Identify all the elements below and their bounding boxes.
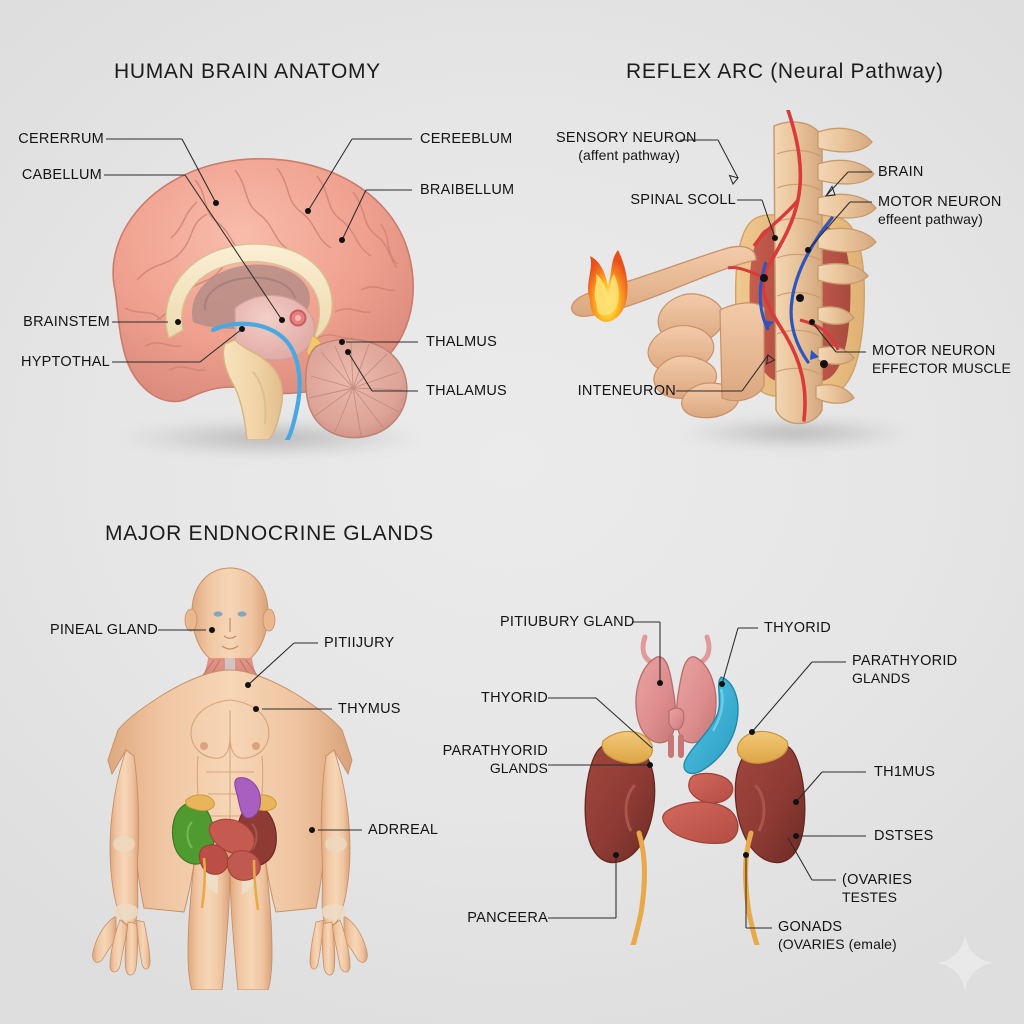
- label-gonads-main: GONADS: [778, 919, 843, 935]
- label-thyroid-right: THYORID: [764, 620, 831, 636]
- label-pituitary-body: PITIIJURY: [324, 635, 395, 651]
- label-cereeblum: CEREEBLUM: [420, 131, 513, 147]
- label-parathyroid-right-sub: GLANDS: [852, 670, 911, 687]
- label-thymus-body: THYMUS: [338, 701, 401, 717]
- endocrine-body-illustration: [92, 567, 368, 990]
- label-thymus-organ: TH1MUS: [874, 764, 936, 780]
- brain-illustration: [112, 158, 414, 440]
- label-effector-sub: EFFECTOR MUSCLE: [872, 360, 1011, 377]
- label-braibellum: BRAIBELLUM: [420, 182, 515, 198]
- label-thalmus: THALMUS: [426, 334, 498, 350]
- label-thalamus: THALAMUS: [426, 383, 507, 399]
- label-motor-neuron-main: MOTOR NEURON: [878, 194, 1002, 210]
- label-pancreas: PANCEERA: [467, 910, 548, 926]
- label-pituitary-gland: PITIUBURY GLAND: [500, 614, 635, 630]
- label-cerebrum: CERERRUM: [18, 131, 104, 147]
- label-motor-neuron-efferent: MOTOR NEURON effeent pathway): [878, 194, 1002, 228]
- label-parathyroid-left-sub: GLANDS: [489, 760, 548, 777]
- label-parathyroid-right-main: PARATHYORID: [852, 653, 958, 669]
- label-pineal-gland: PINEAL GLAND: [49, 622, 158, 638]
- panel-title-reflex: REFLEX ARC (Neural Pathway): [626, 60, 944, 83]
- label-cabellum: CABELLUM: [21, 167, 102, 183]
- label-dstses: DSTSES: [874, 828, 934, 844]
- label-ovaries-main: (OVARIES: [842, 872, 913, 888]
- panel-title-endocrine: MAJOR ENDNOCRINE GLANDS: [105, 522, 434, 545]
- reflex-arc-illustration: [571, 110, 877, 425]
- label-parathyroid-right: PARATHYORID GLANDS: [852, 653, 957, 687]
- label-hypothal: HYPTOTHAL: [20, 354, 110, 370]
- label-brainstem: BRAINSTEM: [23, 314, 110, 330]
- label-sensory-neuron-sub: (affent pathway): [578, 147, 680, 164]
- label-adrenal-body: ADRREAL: [368, 822, 439, 838]
- label-sensory-neuron: SENSORY NEURON (affent pathway): [556, 130, 697, 164]
- label-parathyroid-left: PARATHYORID GLANDS: [430, 743, 548, 777]
- sparkle-watermark-icon: [936, 934, 994, 992]
- label-ovaries-testes: (OVARIES TESTES: [842, 872, 912, 906]
- label-gonads-sub: (OVARIES (emale): [778, 936, 897, 953]
- label-ovaries-sub: TESTES: [842, 889, 898, 906]
- label-parathyroid-left-main: PARATHYORID: [442, 743, 548, 759]
- label-spinal-cord: SPINAL SCOLL: [630, 192, 736, 208]
- label-gonads: GONADS (OVARIES (emale): [778, 919, 897, 953]
- label-sensory-neuron-main: SENSORY NEURON: [556, 130, 697, 146]
- label-effector-main: MOTOR NEURON: [872, 343, 996, 359]
- label-thyroid-left: THYORID: [481, 690, 548, 706]
- label-brain: BRAIN: [878, 164, 924, 180]
- panel-title-brain: HUMAN BRAIN ANATOMY: [114, 60, 381, 83]
- label-motor-neuron-sub: effeent pathway): [878, 211, 983, 228]
- label-interneuron: INTENEURON: [577, 383, 676, 399]
- label-motor-neuron-effector: MOTOR NEURON EFFECTOR MUSCLE: [872, 343, 1011, 377]
